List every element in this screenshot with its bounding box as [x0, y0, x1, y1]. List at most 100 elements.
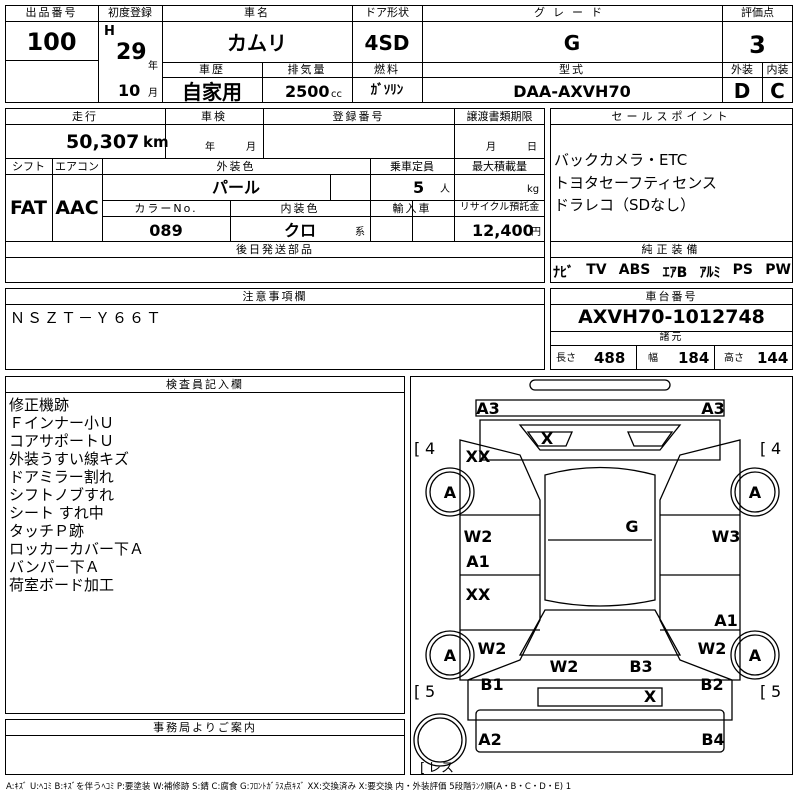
equip-abs: ABS	[618, 262, 651, 278]
equip-tv: TV	[586, 262, 607, 278]
mileage-label: 走行	[72, 110, 98, 123]
equip-pw: PW	[765, 262, 791, 278]
fuel-label: 燃料	[374, 63, 400, 76]
inspector-line: シート すれ中	[9, 504, 104, 522]
color-no-label: カラーNo.	[134, 202, 198, 215]
car-name-label: 車名	[244, 6, 270, 19]
model-label: 型式	[559, 63, 585, 76]
registration-label: 登録番号	[332, 110, 385, 123]
equip-navi: ﾅﾋﾞ	[553, 265, 574, 281]
capacity-unit: 人	[440, 184, 450, 195]
chassis-number: AXVH70-1012748	[578, 306, 765, 328]
chassis-label: 車台番号	[645, 290, 698, 303]
inspector-line: タッチＰ跡	[9, 522, 85, 540]
door-label: ドア形状	[365, 6, 409, 19]
car-diagram-frame	[410, 376, 793, 775]
sales-line-3: ドラレコ（SDなし）	[554, 196, 696, 214]
equipment-label: 純正装備	[641, 243, 702, 256]
equipment-list: ﾅﾋﾞ TV ABS ｴｱB ｱﾙﾐ PS PW	[553, 262, 791, 282]
reg-year: 29	[116, 40, 147, 65]
sales-label: セールスポイント	[611, 110, 732, 123]
color-no: 089	[149, 221, 183, 240]
equip-alloy: ｱﾙﾐ	[699, 265, 721, 281]
inspector-line: コアサポートＵ	[9, 432, 115, 450]
height: 144	[757, 349, 789, 367]
office-box	[5, 719, 405, 775]
displacement-label: 排気量	[287, 63, 327, 76]
inspector-line: Ｆインナー小Ｕ	[9, 414, 115, 432]
interior-unit: 系	[355, 227, 365, 238]
chassis-box	[550, 288, 793, 370]
dims-label: 諸元	[659, 332, 684, 343]
grade-label: グレード	[534, 6, 610, 19]
car-name: カムリ	[227, 31, 287, 55]
score: 3	[749, 31, 766, 59]
lot-label: 出品番号	[25, 6, 78, 19]
inspector-line: 外装うすい線キズ	[9, 450, 130, 468]
displacement-unit: cc	[331, 89, 342, 100]
sales-box	[550, 108, 793, 283]
year-unit: 年	[148, 61, 158, 72]
capacity: 5	[413, 178, 425, 197]
inspector-label: 検査員記入欄	[166, 378, 244, 391]
inspection-label: 車検	[201, 110, 227, 123]
recycle-amount: 12,400	[472, 221, 534, 240]
model: DAA-AXVH70	[513, 82, 631, 101]
interior-color: クロ	[283, 221, 316, 240]
score-label: 評価点	[741, 6, 774, 19]
recycle-label: リサイクル預託金	[459, 202, 540, 213]
inspector-line: バンパー下Ａ	[9, 558, 100, 576]
first-reg-label: 初度登録	[108, 6, 152, 19]
length: 488	[594, 349, 626, 367]
color: パール	[211, 178, 260, 197]
era: H	[104, 24, 115, 39]
ext-label: 外装	[731, 63, 753, 76]
width-label: 幅	[648, 353, 658, 364]
sales-line-1: バックカメラ・ETC	[554, 151, 688, 169]
recycle-unit: 円	[531, 227, 541, 238]
inspector-line: 荷室ボード加工	[9, 576, 115, 594]
inspection-month: 月	[246, 142, 256, 153]
length-label: 長さ	[556, 353, 576, 364]
displacement: 2500	[285, 82, 330, 101]
color-label: 外装色	[216, 160, 256, 173]
int-label: 内装	[766, 63, 789, 76]
month-unit: 月	[148, 88, 158, 99]
ext-grade: D	[733, 79, 751, 103]
mileage: 50,307	[66, 131, 140, 153]
notes-label: 注意事項欄	[242, 290, 308, 303]
later-parts-label: 後日発送部品	[236, 243, 314, 256]
fuel: ｶﾞｿﾘﾝ	[370, 83, 404, 98]
lot-number: 100	[26, 28, 77, 56]
door-type: 4SD	[364, 31, 410, 55]
inspection-year: 年	[205, 142, 215, 153]
capacity-label: 乗車定員	[390, 160, 434, 173]
width: 184	[678, 349, 710, 367]
equip-ps: PS	[732, 262, 754, 278]
reg-month: 10	[118, 81, 141, 100]
vehicle-info-grid	[5, 108, 545, 283]
transfer-label: 譲渡書類期限	[466, 110, 533, 123]
inspector-box	[5, 376, 405, 714]
load-unit: kg	[527, 184, 540, 195]
interior-label: 内装色	[280, 202, 320, 215]
height-label: 高さ	[724, 353, 744, 364]
load-label: 最大積載量	[472, 160, 527, 173]
inspector-line: シフトノブすれ	[9, 486, 115, 504]
inspector-line: ロッカーカバー下Ａ	[9, 540, 145, 558]
notes-box	[5, 288, 545, 370]
shift: FAT	[10, 197, 47, 219]
inspector-line: ドアミラー割れ	[9, 468, 114, 486]
transfer-month: 月	[486, 142, 496, 153]
notes-text: ＮＳＺＴ－Ｙ６６Ｔ	[10, 309, 164, 327]
history-label: 車歴	[199, 63, 225, 76]
transfer-day: 日	[527, 142, 537, 153]
ac-label: エアコン	[55, 160, 99, 173]
mileage-unit: km	[143, 133, 169, 151]
header-grid	[5, 5, 793, 103]
history: 自家用	[182, 80, 242, 104]
inspector-lines: 修正機跡 Ｆインナー小Ｕ コアサポートＵ 外装うすい線キズ ドアミラー割れ シフ…	[9, 396, 144, 594]
office-label: 事務局よりご案内	[153, 721, 257, 734]
equip-airbag: ｴｱB	[662, 265, 688, 281]
ac: AAC	[55, 197, 99, 219]
